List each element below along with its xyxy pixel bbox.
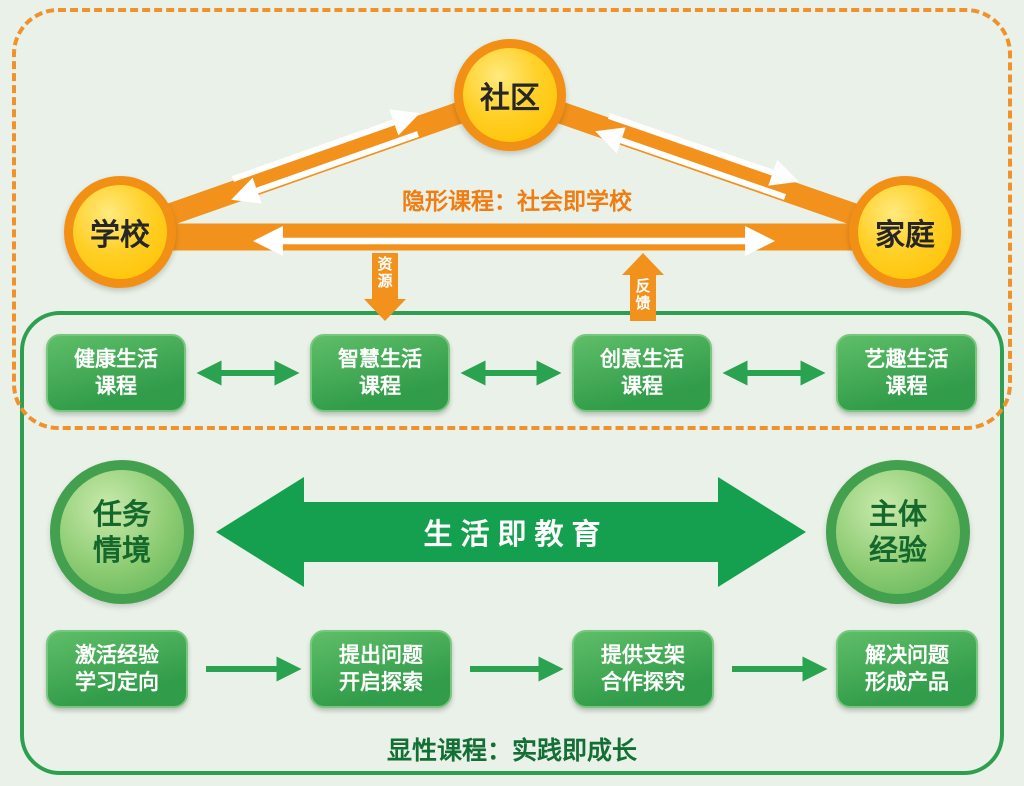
course-box-creative-life: 创意生活 课程 (572, 334, 712, 412)
step-box-activate-experience: 激活经验 学习定向 (46, 630, 188, 708)
resource-arrow: 资源 (364, 253, 406, 321)
step-box-raise-questions: 提出问题 开启探索 (310, 630, 452, 708)
feedback-arrow-label: 反馈 (633, 278, 652, 312)
resource-arrow-head-down-icon (364, 299, 406, 321)
resource-arrow-shaft (372, 253, 398, 299)
node-school: 学校 (64, 176, 176, 288)
step-box-provide-scaffold: 提供支架 合作探究 (572, 630, 714, 708)
course-box-art-life: 艺趣生活 课程 (836, 334, 977, 412)
task-situation-circle: 任务 情境 (50, 460, 194, 604)
node-community-label: 社区 (480, 81, 540, 116)
node-family-label: 家庭 (875, 218, 935, 253)
life-education-arrow-label: 生活即教育 (423, 517, 609, 551)
feedback-arrow-shaft (630, 275, 656, 321)
node-school-label: 学校 (90, 218, 150, 253)
feedback-arrow: 反馈 (622, 253, 664, 321)
course-box-wisdom-life: 智慧生活 课程 (310, 334, 450, 412)
step-box-solve-problems: 解决问题 形成产品 (836, 630, 978, 708)
subject-experience-circle: 主体 经验 (826, 460, 970, 604)
hidden-curriculum-caption: 隐形课程：社会即学校 (402, 189, 632, 215)
hidden-curriculum-zone-border (12, 8, 1012, 430)
node-family: 家庭 (849, 176, 961, 288)
feedback-arrow-head-up-icon (622, 253, 664, 275)
resource-arrow-label: 资源 (375, 256, 394, 290)
explicit-curriculum-caption: 显性课程：实践即成长 (386, 736, 637, 765)
course-box-healthy-life: 健康生活 课程 (46, 334, 186, 412)
node-community: 社区 (454, 39, 566, 151)
explicit-curriculum-zone-border (20, 311, 1004, 775)
